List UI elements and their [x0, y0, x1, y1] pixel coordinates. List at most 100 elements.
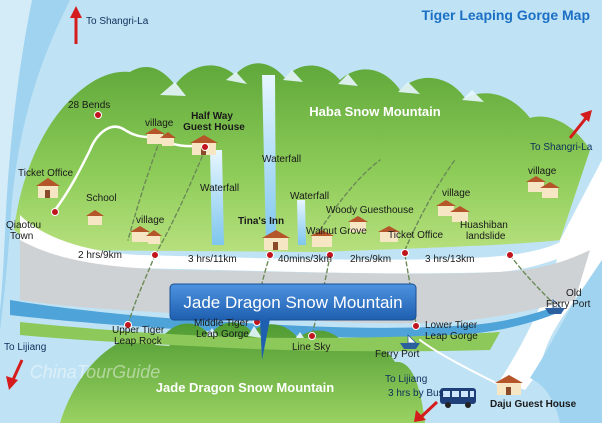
watermark-text: ChinaTourGuide	[30, 362, 160, 382]
house-icon	[146, 230, 162, 244]
label-huashiban-2: landslide	[466, 231, 506, 242]
label-upper-tiger-1: Upper Tiger	[112, 325, 165, 336]
haba-mountain-label: Haba Snow Mountain	[309, 104, 441, 119]
marker-ticket-right	[401, 249, 409, 257]
label-lower-tiger-1: Lower Tiger	[425, 320, 478, 331]
duration-5: 3 hrs/13km	[425, 254, 474, 265]
label-tinas-inn: Tina's Inn	[238, 216, 284, 227]
waterfall-1-graphic	[210, 150, 224, 245]
marker-tinas	[266, 251, 274, 259]
gorge	[20, 240, 590, 324]
trail-road	[20, 215, 602, 274]
houses	[36, 128, 560, 395]
trail-old-ferry	[509, 254, 556, 306]
house-icon	[450, 206, 470, 222]
trail-halfway-down	[154, 149, 206, 256]
label-ticket-office-right: Ticket Office	[388, 230, 443, 241]
marker-lower-tiger	[412, 322, 420, 330]
duration-3: 40mins/3km	[278, 254, 332, 265]
label-walnut-grove: Walnut Grove	[306, 226, 367, 237]
house-icon	[310, 230, 334, 247]
ferry-boat-icon	[400, 334, 420, 349]
marker-huashiban	[506, 251, 514, 259]
bus-hours: 3 hrs by Bus	[388, 388, 444, 399]
label-28-bends: 28 Bends	[68, 100, 110, 111]
house-icon	[495, 375, 523, 395]
label-waterfall-3: Waterfall	[290, 191, 329, 202]
arrow-down-left-icon	[6, 359, 24, 390]
haba-snow-peaks	[160, 70, 484, 102]
house-icon	[436, 200, 456, 216]
label-qiaotou-2: Town	[10, 231, 33, 242]
label-halfway-2: Guest House	[183, 122, 245, 133]
river-right	[500, 160, 602, 390]
label-middle-tiger-1: Middle Tiger	[194, 318, 249, 329]
callout-text: Jade Dragon Snow Mountain	[183, 293, 402, 312]
label-old-ferry-1: Old	[566, 288, 582, 299]
label-ferry-port: Ferry Port	[375, 349, 420, 360]
house-icon	[36, 178, 60, 198]
label-village-4: village	[528, 166, 557, 177]
marker-line-sky	[308, 332, 316, 340]
to-shangrila-top: To Shangri-La	[86, 16, 149, 27]
trail-upper-tiger	[127, 254, 156, 326]
waterfall-2-graphic	[262, 75, 276, 245]
marker-halfway	[201, 143, 209, 151]
waterfall-3-graphic	[297, 200, 306, 245]
marker-28-bends	[94, 111, 102, 119]
direction-arrows	[6, 6, 592, 422]
duration-1: 2 hrs/9km	[78, 250, 122, 261]
house-icon	[160, 132, 176, 146]
marker-qiaotou	[51, 208, 59, 216]
river-left-band	[0, 0, 32, 310]
ferry-boat-icon	[545, 299, 565, 314]
label-village-1: village	[145, 118, 174, 129]
house-icon	[540, 182, 560, 198]
label-daju: Daju Guest House	[490, 399, 577, 410]
label-halfway-1: Half Way	[191, 111, 233, 122]
house-icon	[378, 226, 400, 242]
label-lower-tiger-2: Leap Gorge	[425, 331, 478, 342]
duration-2: 3 hrs/11km	[188, 254, 237, 265]
label-school: School	[86, 193, 117, 204]
label-village-2: village	[136, 215, 165, 226]
label-line-sky: Line Sky	[292, 342, 330, 353]
house-icon	[145, 128, 165, 144]
jade-dragon-callout: Jade Dragon Snow Mountain	[169, 283, 417, 360]
trail-ticket-up	[404, 159, 456, 251]
label-waterfall-2: Waterfall	[200, 183, 239, 194]
label-huashiban-1: Huashiban	[460, 220, 508, 231]
yangtze-river	[10, 300, 560, 338]
label-old-ferry-2: Ferry Port	[546, 299, 591, 310]
river-right-blue	[530, 260, 602, 423]
house-icon	[86, 210, 104, 225]
house-icon	[130, 226, 150, 242]
to-lijiang-bottom: To Lijiang	[385, 374, 427, 385]
trail-woody-up	[319, 159, 381, 231]
arrow-up-icon	[70, 6, 82, 44]
label-qiaotou-1: Qiaotou	[6, 220, 41, 231]
arrow-up-right-icon	[568, 110, 592, 139]
label-upper-tiger-2: Leap Rock	[114, 336, 163, 347]
bus-icon	[440, 388, 476, 408]
marker-woody	[326, 251, 334, 259]
label-woody: Woody Guesthouse	[326, 205, 414, 216]
south-green-bank	[20, 322, 500, 352]
trail-village-down	[127, 139, 161, 241]
label-waterfall-1: Waterfall	[262, 154, 301, 165]
marker-d1	[151, 251, 159, 259]
house-icon	[526, 176, 546, 192]
label-middle-tiger-2: Leap Gorge	[196, 329, 249, 340]
duration-4: 2hrs/9km	[350, 254, 391, 265]
marker-upper-tiger	[124, 321, 132, 329]
to-shangrila-right: To Shangri-La	[530, 142, 593, 153]
to-lijiang-left: To Lijiang	[4, 342, 46, 353]
house-icon	[348, 216, 368, 232]
map-title: Tiger Leaping Gorge Map	[421, 7, 590, 23]
house-icon	[262, 230, 290, 250]
arrow-down-left-icon	[414, 400, 439, 422]
label-ticket-office-left: Ticket Office	[18, 168, 73, 179]
jade-mountain-label: Jade Dragon Snow Mountain	[156, 380, 334, 395]
label-village-3: village	[442, 188, 471, 199]
